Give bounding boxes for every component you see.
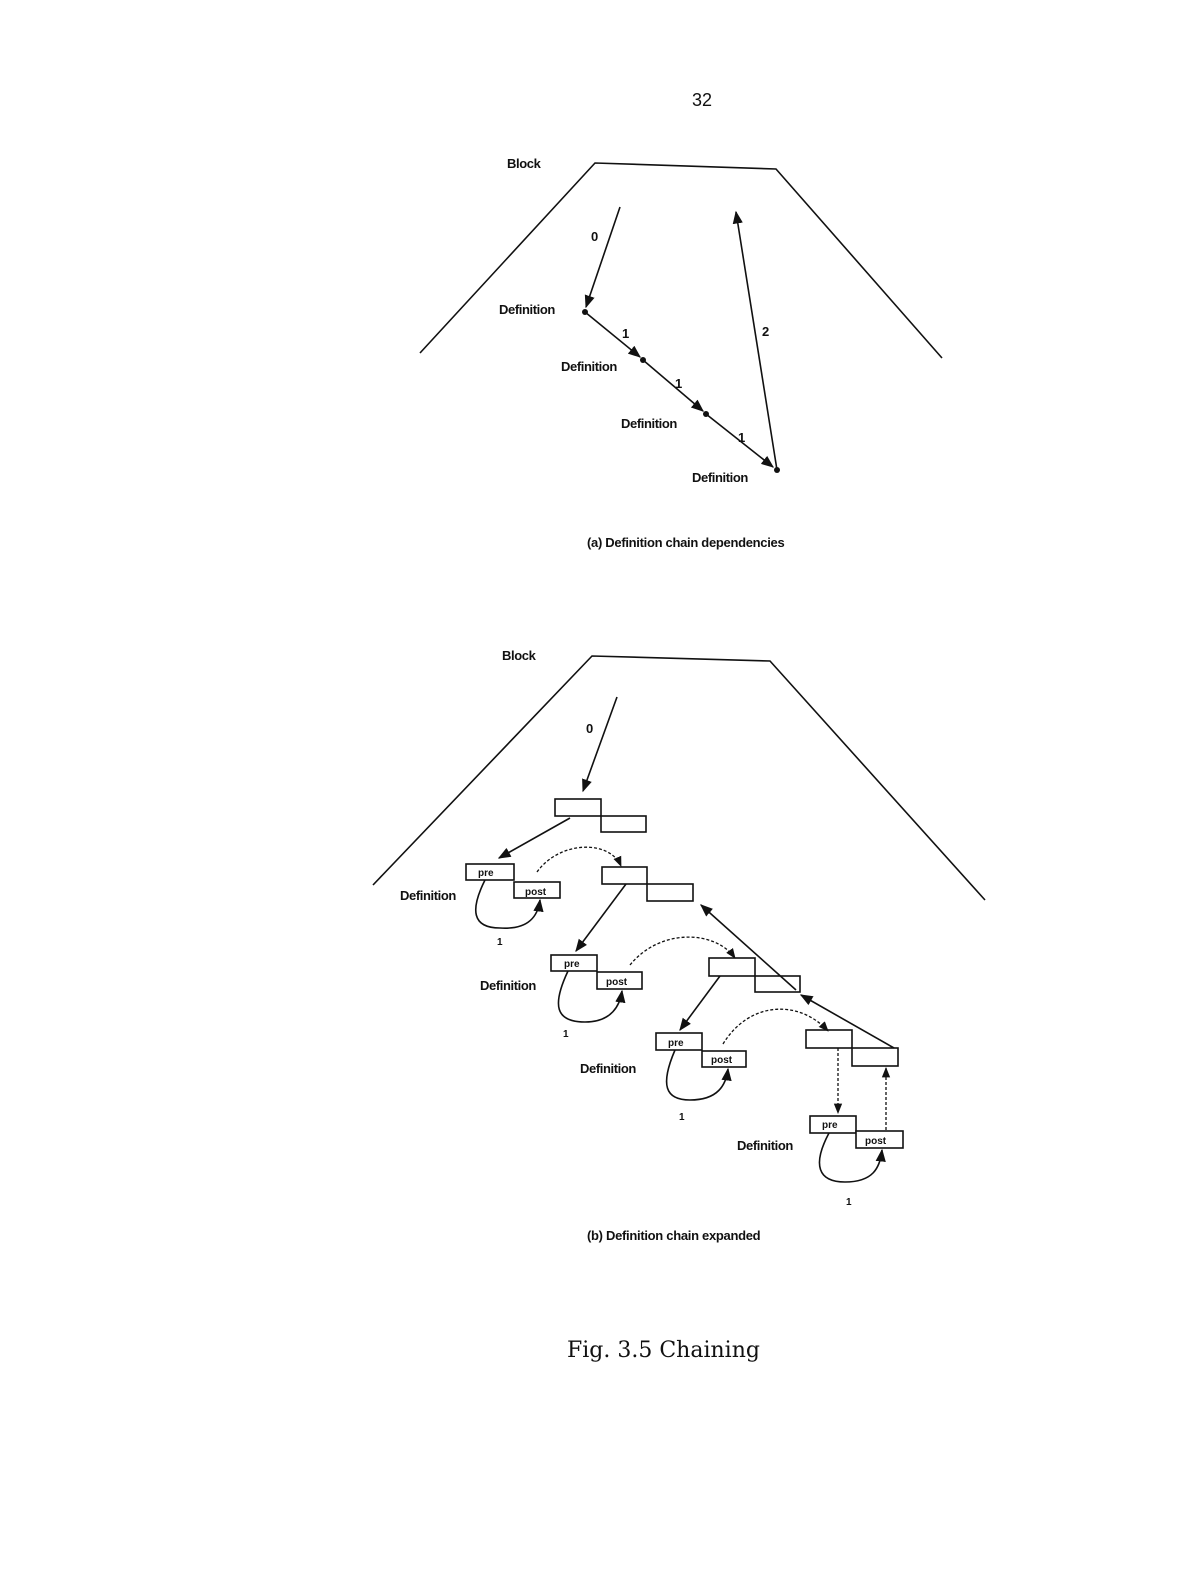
- edge-2-arrow: [732, 210, 778, 471]
- figure-b: Block 0 pre post Definition 1: [372, 648, 986, 1243]
- block-outline: [372, 655, 986, 901]
- post-label: post: [865, 1136, 887, 1147]
- child-arrow: [575, 883, 627, 953]
- block-outline: [419, 162, 943, 359]
- definition-node: pre post: [655, 1032, 747, 1068]
- definition-label: Definition: [692, 470, 748, 485]
- edge-1-arrow: [584, 311, 641, 358]
- edge-label-1: 1: [738, 430, 745, 445]
- loop-label: 1: [497, 937, 503, 948]
- return-arrow: [700, 904, 797, 991]
- figure-a: Block 0 1 1 1 2 Definition Definition De…: [419, 156, 943, 550]
- definition-node: pre post: [809, 1115, 904, 1149]
- page-number: 32: [692, 90, 712, 110]
- child-arrow: [497, 817, 571, 859]
- edge-label-0: 0: [586, 721, 593, 736]
- caption-a: (a) Definition chain dependencies: [587, 535, 784, 550]
- edge-label-2: 2: [762, 324, 769, 339]
- child-arrow: [679, 975, 721, 1032]
- return-arrow: [799, 994, 895, 1049]
- edge-1-arrow: [642, 359, 704, 412]
- definition-node: pre post: [550, 954, 643, 990]
- pre-label: pre: [822, 1120, 838, 1131]
- loop-arrow: [557, 970, 626, 1023]
- pre-label: pre: [668, 1038, 684, 1049]
- block-node: [601, 866, 694, 902]
- definition-label: Definition: [737, 1138, 793, 1153]
- pre-label: pre: [478, 868, 494, 879]
- figure-title: Fig. 3.5 Chaining: [567, 1338, 760, 1363]
- definition-label: Definition: [621, 416, 677, 431]
- definition-label: Definition: [480, 978, 536, 993]
- block-node: [708, 957, 801, 993]
- definition-label: Definition: [561, 359, 617, 374]
- definition-label: Definition: [580, 1061, 636, 1076]
- loop-label: 1: [846, 1197, 852, 1208]
- edge-0-arrow: [582, 696, 618, 793]
- edge-0-arrow: [584, 206, 621, 309]
- post-label: post: [711, 1055, 733, 1066]
- loop-label: 1: [679, 1112, 685, 1123]
- caption-b: (b) Definition chain expanded: [587, 1228, 761, 1243]
- block-label: Block: [507, 156, 542, 171]
- definition-label: Definition: [400, 888, 456, 903]
- loop-arrow: [665, 1049, 732, 1101]
- edge-label-1: 1: [622, 326, 629, 341]
- edge-label-0: 0: [591, 229, 598, 244]
- post-label: post: [606, 977, 628, 988]
- post-label: post: [525, 887, 547, 898]
- next-arrow: [722, 1008, 829, 1045]
- definition-label: Definition: [499, 302, 555, 317]
- next-arrow: [536, 846, 622, 873]
- edge-label-1: 1: [675, 376, 682, 391]
- definition-node: pre post: [465, 863, 561, 899]
- block-node: [805, 1029, 899, 1067]
- next-arrow: [629, 936, 736, 966]
- pre-label: pre: [564, 959, 580, 970]
- loop-arrow: [818, 1132, 886, 1183]
- loop-arrow: [475, 879, 544, 929]
- loop-label: 1: [563, 1029, 569, 1040]
- block-node: [554, 798, 647, 833]
- block-label: Block: [502, 648, 537, 663]
- edge-1-arrow: [705, 413, 775, 468]
